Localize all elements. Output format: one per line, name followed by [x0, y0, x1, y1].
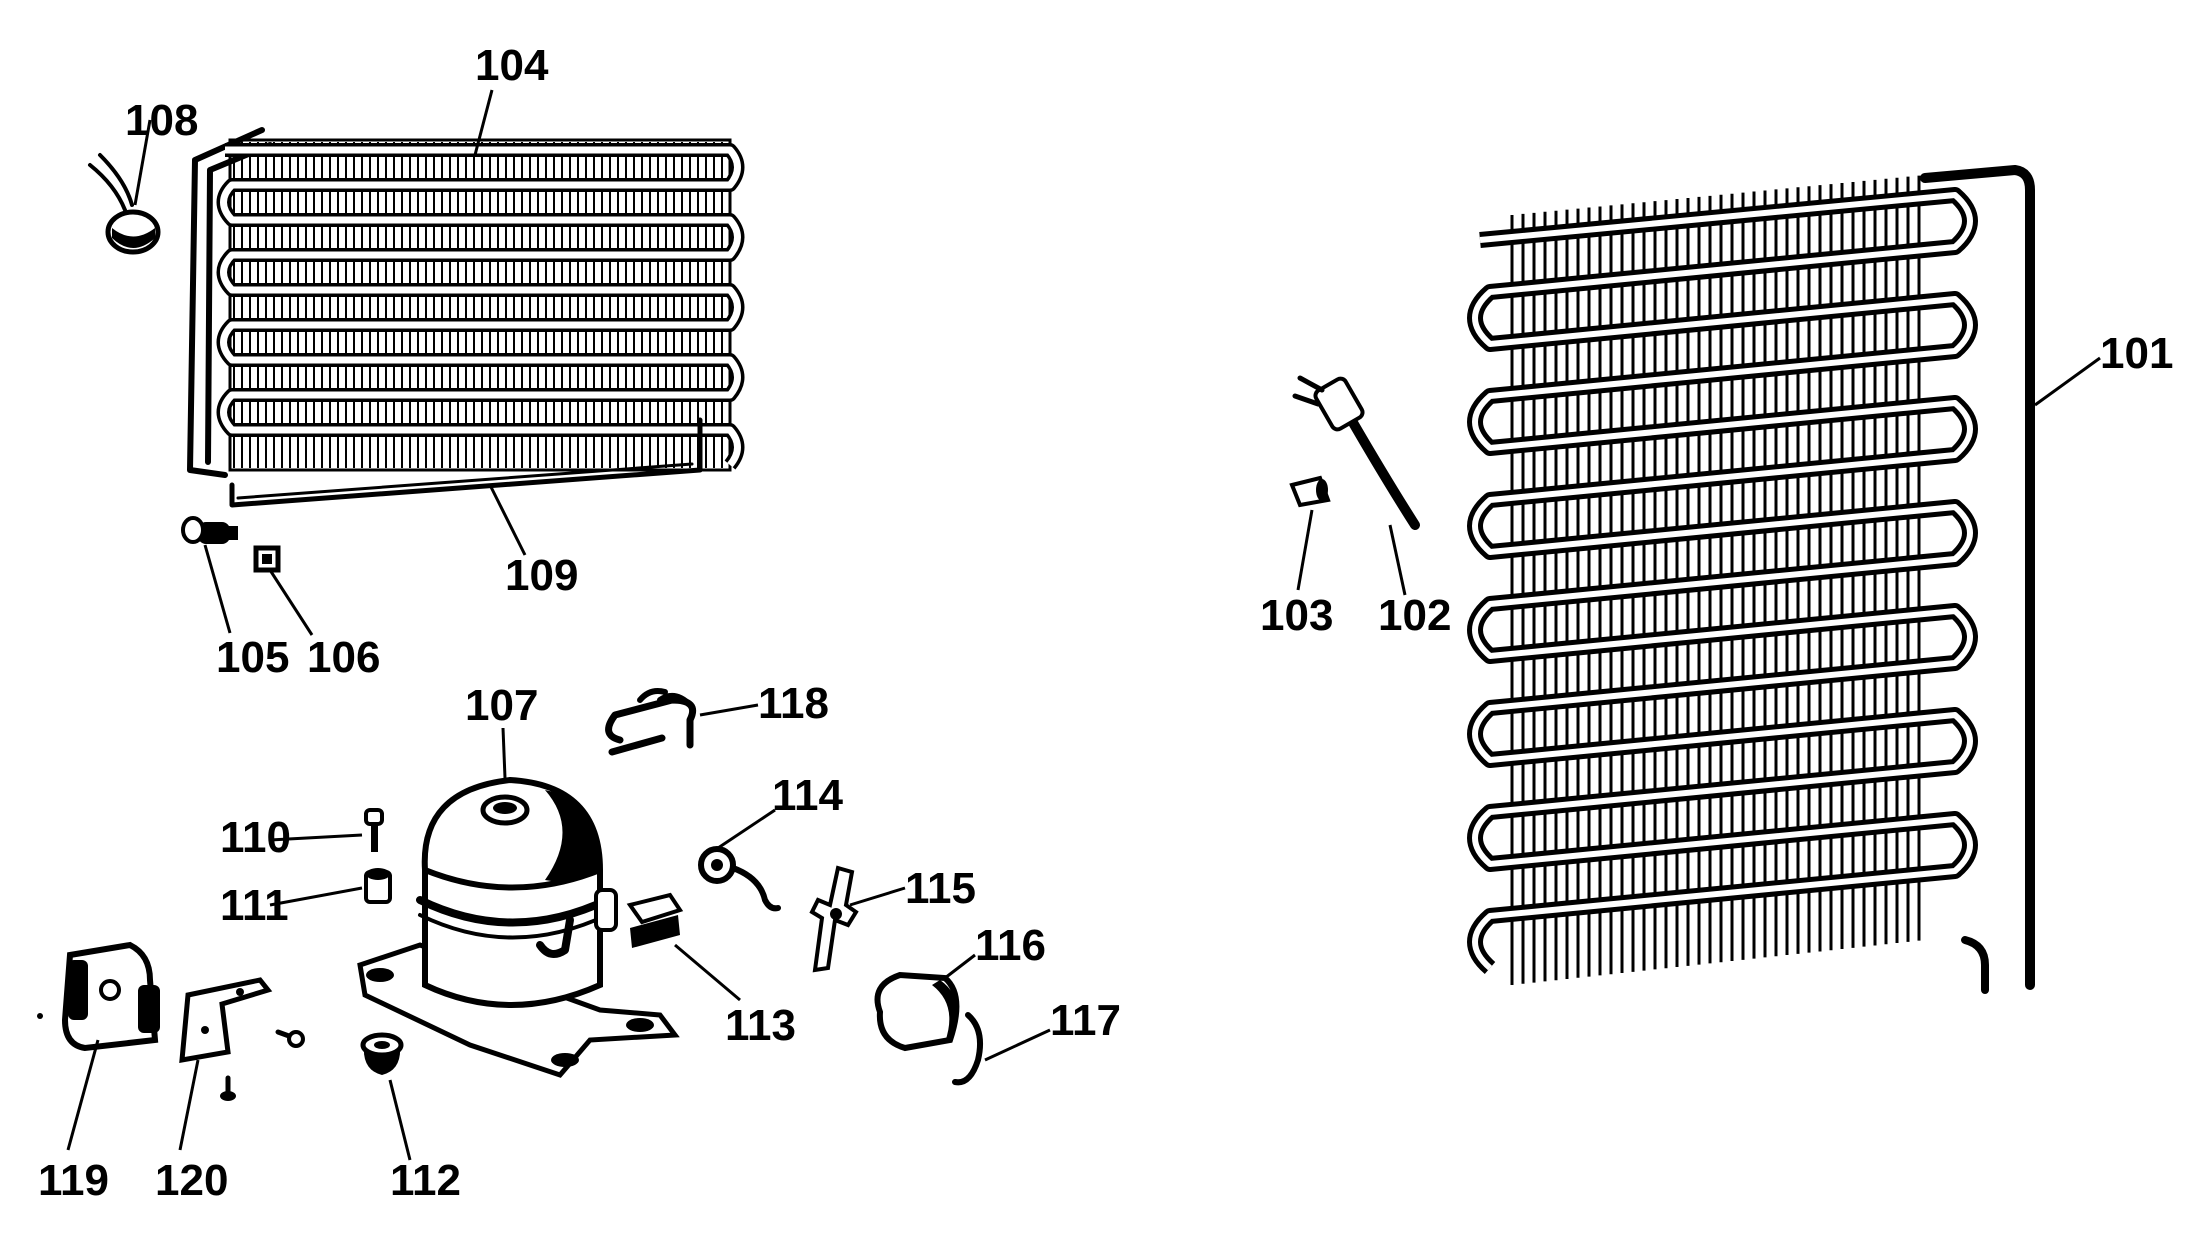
- label-111: 111: [220, 881, 289, 930]
- label-106: 106: [307, 633, 380, 682]
- start-relay: [626, 892, 684, 948]
- label-103: 103: [1260, 591, 1333, 640]
- compressor: [357, 776, 680, 1078]
- label-112: 112: [390, 1156, 461, 1205]
- label-114: 114: [772, 771, 844, 820]
- fan-motor-bracket: [37, 941, 160, 1052]
- overload-protector: [698, 846, 781, 912]
- angle-bracket: [179, 977, 305, 1101]
- cord-clip: [1289, 475, 1331, 508]
- label-120: 120: [155, 1156, 228, 1205]
- label-104: 104: [475, 41, 549, 90]
- power-cord: [1292, 375, 1420, 530]
- condenser-coil: [1467, 165, 2035, 994]
- terminal-cover: [874, 971, 960, 1052]
- label-118: 118: [758, 679, 829, 728]
- crankcase-heater: [605, 688, 697, 756]
- label-107: 107: [465, 681, 538, 730]
- part-labels: 101 102 103 104 105 106 107 108 109 110 …: [38, 41, 2173, 1205]
- label-113: 113: [725, 1001, 796, 1050]
- thermostat-bulb: [88, 153, 161, 255]
- spacer-sleeve: [364, 868, 392, 904]
- leader-lines: [66, 89, 2101, 1161]
- mounting-bolt: [364, 808, 384, 852]
- label-110: 110: [220, 813, 291, 862]
- label-119: 119: [38, 1156, 109, 1205]
- label-117: 117: [1050, 996, 1121, 1045]
- retaining-clip: [809, 865, 859, 973]
- label-116: 116: [975, 921, 1046, 970]
- label-101: 101: [2100, 329, 2173, 378]
- label-115: 115: [905, 864, 976, 913]
- label-102: 102: [1378, 591, 1451, 640]
- ground-wire: [952, 1012, 983, 1086]
- drain-fitting: [181, 516, 238, 544]
- label-109: 109: [505, 551, 578, 600]
- label-105: 105: [216, 633, 289, 682]
- square-nut: [253, 545, 281, 573]
- rubber-grommet: [360, 1032, 404, 1075]
- label-108: 108: [125, 96, 198, 145]
- evaporator-coil: [187, 127, 745, 508]
